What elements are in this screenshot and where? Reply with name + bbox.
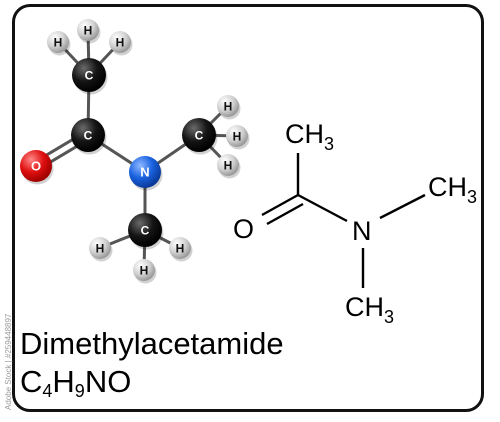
atom-h1: H	[47, 31, 71, 56]
atom-ball	[217, 95, 239, 117]
atom-label: C	[195, 128, 204, 142]
skeletal-bond-c-o-a	[261, 193, 299, 217]
atom-label: C	[85, 68, 94, 82]
atom-ball	[47, 31, 69, 53]
atom-label: C	[141, 223, 150, 237]
atom-label: H	[116, 35, 125, 49]
skeletal-nitrogen: N	[352, 216, 372, 246]
atom-label: H	[224, 99, 233, 113]
atom-label: H	[224, 158, 233, 172]
atom-ball	[89, 237, 111, 259]
atom-label: H	[233, 129, 242, 143]
atom-ball	[133, 259, 155, 281]
atom-h7: H	[89, 237, 113, 262]
skeletal-bond-c-n	[297, 193, 348, 223]
atom-n1: N	[129, 156, 163, 191]
atom-h5: H	[226, 125, 250, 150]
atom-h2: H	[77, 19, 101, 44]
atom-o1: O	[20, 150, 54, 185]
atom-label: H	[140, 263, 149, 277]
atom-label: C	[84, 128, 93, 142]
atom-c2: C	[71, 118, 107, 155]
skeletal-ch3-bottom: CH3	[345, 292, 394, 327]
atom-ball	[128, 213, 162, 247]
compound-formula: C4H9NO	[20, 364, 132, 401]
atom-ball	[169, 237, 191, 259]
atom-ball	[71, 118, 105, 152]
atom-label: H	[84, 23, 93, 37]
skeletal-ch3-right: CH3	[428, 172, 477, 207]
atom-ball	[182, 118, 216, 152]
atom-ball	[109, 31, 131, 53]
ball-model-atoms: H H H C C O N C H H H C H H H	[20, 19, 250, 284]
skeletal-structure: CH3 CH3 CH3 O N	[233, 119, 477, 327]
atom-ball	[129, 156, 161, 188]
atom-h8: H	[169, 237, 193, 262]
atom-label: H	[96, 241, 105, 255]
atom-label: N	[140, 165, 149, 180]
atom-h6: H	[217, 154, 241, 179]
atom-label: H	[54, 35, 63, 49]
atom-ball	[77, 19, 99, 41]
atom-ball	[20, 150, 52, 182]
atom-h4: H	[217, 95, 241, 120]
atom-c4: C	[128, 213, 164, 250]
skeletal-ch3-top: CH3	[285, 119, 334, 154]
atom-ball	[226, 125, 248, 147]
atom-ball	[72, 58, 106, 92]
atom-label: H	[176, 241, 185, 255]
stock-watermark-id: Adobe Stock | #259448897	[4, 313, 13, 410]
atom-label: O	[31, 159, 41, 174]
atom-c3: C	[182, 118, 218, 155]
atom-c1: C	[72, 58, 108, 95]
atom-h3: H	[109, 31, 133, 56]
skeletal-bond-n-ch3-right	[379, 193, 426, 220]
skeletal-oxygen: O	[233, 214, 254, 244]
skeletal-bond-c-o-b	[266, 202, 304, 226]
atom-h9: H	[133, 259, 157, 284]
compound-name: Dimethylacetamide	[20, 326, 284, 361]
atom-ball	[217, 154, 239, 176]
